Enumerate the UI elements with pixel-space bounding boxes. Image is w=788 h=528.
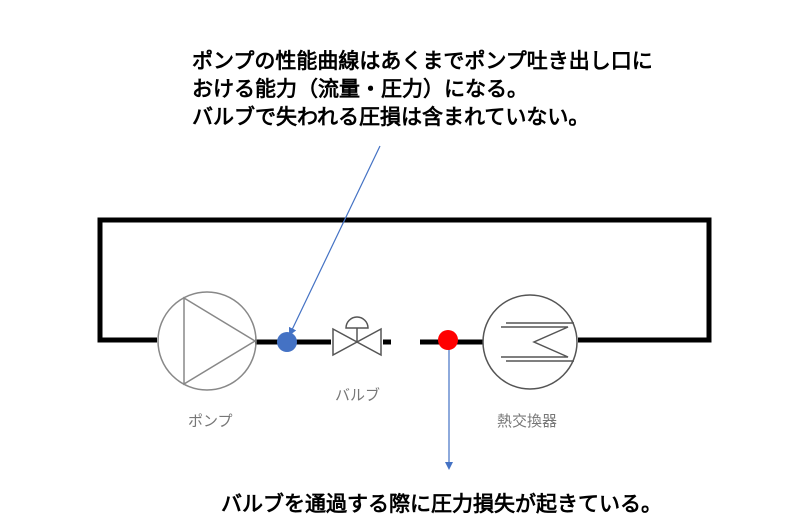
pump-curve-note-line-3: バルブで失われる圧損は含まれていない。 (192, 105, 590, 129)
valve-loss-note: バルブを通過する際に圧力損失が起きている。 (221, 492, 662, 516)
valve-outlet-point (438, 330, 458, 350)
valve-symbol (332, 316, 382, 357)
pump-outlet-point (277, 332, 297, 352)
pump-curve-note-line-1: ポンプの性能曲線はあくまでポンプ吐き出し口に (192, 49, 653, 73)
heat-exchanger-label: 熱交換器 (497, 412, 558, 430)
pump-curve-note-line-2: おける能力（流量・圧力）になる。 (192, 77, 528, 101)
valve-label: バルブ (335, 386, 381, 404)
pump-symbol (157, 291, 257, 391)
pump-curve-note: ポンプの性能曲線はあくまでポンプ吐き出し口に おける能力（流量・圧力）になる。 … (192, 47, 653, 131)
heat-exchanger-symbol (482, 294, 578, 390)
return-pipe (97, 217, 712, 343)
pump-outlet-leader-line (288, 145, 381, 336)
pump-label: ポンプ (188, 412, 233, 430)
